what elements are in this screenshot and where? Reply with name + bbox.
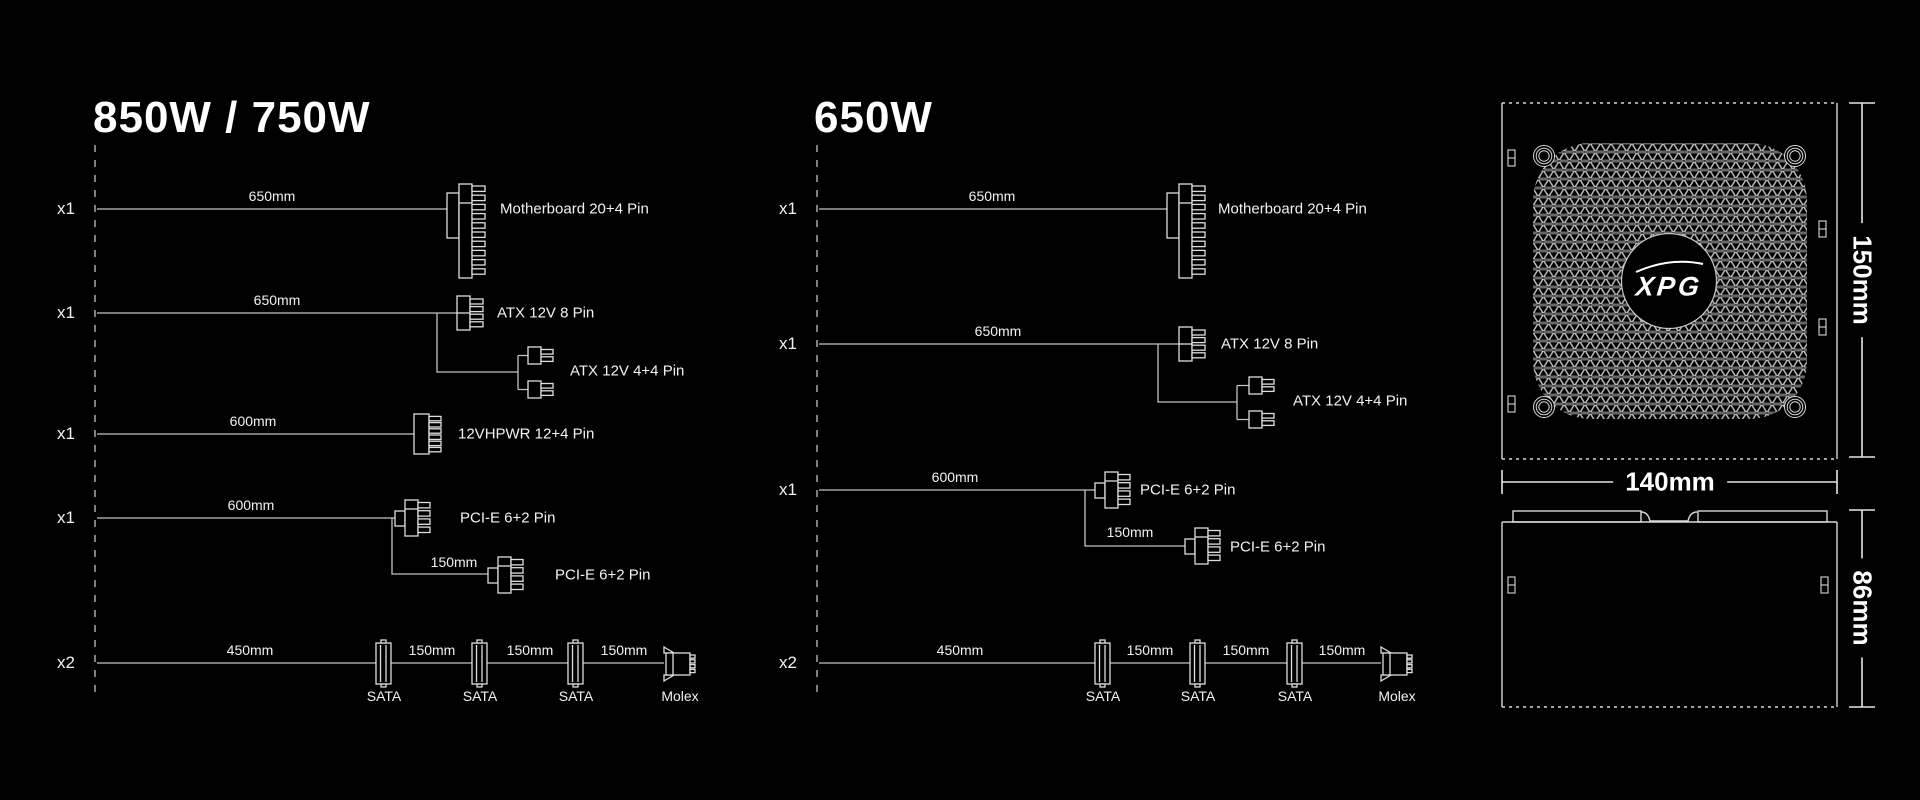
section-title-650: 650W (814, 93, 933, 142)
connector-label: PCI-E 6+2 Pin (1230, 538, 1326, 556)
cable-length-label: 600mm (931, 469, 979, 485)
cable-count: x2 (779, 653, 797, 672)
cable-lines-650 (816, 145, 1381, 700)
motherboard-connector-icon (1166, 183, 1206, 279)
motherboard-connector-icon (446, 183, 486, 279)
molex-connector-icon (663, 646, 696, 682)
connector-label: SATA (366, 688, 402, 704)
cable-length-label: 150mm (1222, 642, 1270, 658)
cable-length-label: 650mm (253, 292, 301, 308)
sata-connector-icon (375, 639, 392, 688)
cable-length-label: 150mm (430, 554, 478, 570)
sata-connector-icon (567, 639, 584, 688)
cable-length-label: 450mm (226, 642, 274, 658)
pcie-connector-icon (394, 499, 431, 537)
cable-count: x1 (779, 199, 797, 218)
connector-label: SATA (1277, 688, 1313, 704)
atx-4pin-connector-icon (527, 380, 554, 399)
cable-count: x2 (57, 653, 75, 672)
cable-length-label: 600mm (229, 413, 277, 429)
connector-label: ATX 12V 4+4 Pin (1293, 392, 1408, 410)
fan-hub-logo-circle (1620, 232, 1718, 330)
connector-label: PCI-E 6+2 Pin (1140, 481, 1236, 499)
xpg-logo: XPG (1634, 271, 1704, 302)
psu-side-view (1501, 510, 1838, 708)
cable-length-label: 600mm (227, 497, 275, 513)
cable-count: x1 (779, 334, 797, 353)
cable-length-label: 150mm (1126, 642, 1174, 658)
connector-label: 12VHPWR 12+4 Pin (458, 425, 595, 443)
cable-count: x1 (57, 508, 75, 527)
molex-connector-icon (1380, 646, 1413, 682)
cable-length-label: 650mm (968, 188, 1016, 204)
connector-label: ATX 12V 8 Pin (1221, 335, 1319, 353)
atx-4pin-connector-icon (1248, 376, 1275, 395)
atx-4pin-connector-icon (1248, 410, 1275, 429)
cable-lines-850-750 (94, 145, 664, 700)
12vhpwr-connector-icon (413, 413, 442, 455)
psu-top-view (1501, 102, 1838, 460)
sata-connector-icon (471, 639, 488, 688)
atx-8pin-connector-icon (1178, 326, 1206, 362)
cable-length-label: 150mm (408, 642, 456, 658)
screw-icon (1784, 396, 1806, 418)
cable-length-label: 450mm (936, 642, 984, 658)
xpg-logo-swoosh (1635, 260, 1704, 273)
screw-icon (1784, 145, 1806, 167)
section-title-850-750: 850W / 750W (93, 93, 371, 142)
connector-label: SATA (1085, 688, 1121, 704)
cable-count: x1 (57, 424, 75, 443)
screw-icon (1533, 396, 1555, 418)
sata-connector-icon (1189, 639, 1206, 688)
cable-count: x1 (779, 480, 797, 499)
connector-label: SATA (462, 688, 498, 704)
cable-length-label: 150mm (1106, 524, 1154, 540)
dimension-lines (1501, 102, 1875, 708)
pcie-connector-icon (1094, 471, 1131, 509)
cable-length-label: 150mm (1318, 642, 1366, 658)
dimension-label-height: 150mm (1846, 223, 1878, 337)
sata-connector-icon (1094, 639, 1111, 688)
connector-label: ATX 12V 4+4 Pin (570, 362, 685, 380)
dimension-label-depth: 86mm (1846, 558, 1878, 658)
cable-count: x1 (57, 303, 75, 322)
connectors-650 (1094, 183, 1413, 688)
atx-4pin-connector-icon (527, 346, 554, 365)
cable-length-label: 150mm (506, 642, 554, 658)
connector-label: PCI-E 6+2 Pin (555, 566, 651, 584)
connector-label: Molex (1378, 688, 1416, 704)
cable-length-label: 150mm (600, 642, 648, 658)
pcie-connector-icon (487, 556, 524, 594)
connector-label: Motherboard 20+4 Pin (500, 200, 649, 218)
connector-label: Molex (661, 688, 699, 704)
connector-label: PCI-E 6+2 Pin (460, 509, 556, 527)
atx-8pin-connector-icon (456, 295, 484, 331)
cable-length-label: 650mm (248, 188, 296, 204)
connector-label: SATA (1180, 688, 1216, 704)
sata-connector-icon (1286, 639, 1303, 688)
dimension-label-width: 140mm (1613, 466, 1727, 498)
pcie-connector-icon (1184, 527, 1221, 565)
connector-label: SATA (558, 688, 594, 704)
cable-length-label: 650mm (974, 323, 1022, 339)
cable-count: x1 (57, 199, 75, 218)
connector-label: Motherboard 20+4 Pin (1218, 200, 1367, 218)
screw-icon (1533, 145, 1555, 167)
connector-label: ATX 12V 8 Pin (497, 304, 595, 322)
